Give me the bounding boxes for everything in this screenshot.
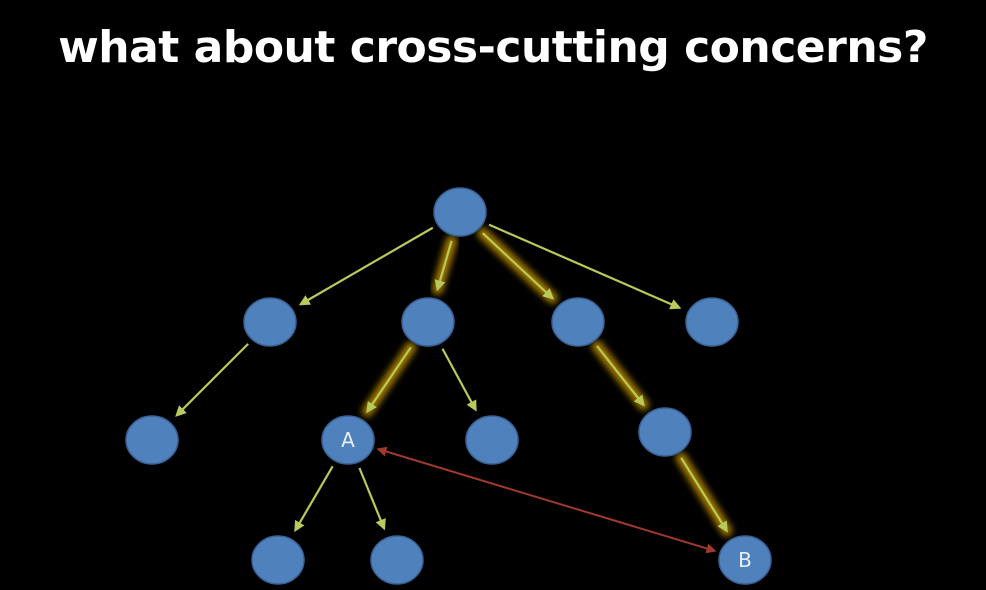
node-label-B: B xyxy=(738,548,752,572)
node-circle-n1 xyxy=(243,297,297,347)
edge-root-n2 xyxy=(434,240,453,292)
node-circle-B xyxy=(718,535,772,585)
node-n8 xyxy=(251,535,305,585)
node-n5 xyxy=(125,415,179,465)
node-circle-n6 xyxy=(465,415,519,465)
cross-link-A-B xyxy=(376,446,717,554)
node-circle-n2 xyxy=(401,297,455,347)
node-circle-n7 xyxy=(638,407,692,457)
node-n6 xyxy=(465,415,519,465)
node-B: B xyxy=(718,535,772,585)
node-circle-n4 xyxy=(685,297,739,347)
node-circle-n5 xyxy=(125,415,179,465)
node-n2 xyxy=(401,297,455,347)
node-n4 xyxy=(685,297,739,347)
edge-A-n9 xyxy=(358,467,386,531)
node-n3 xyxy=(551,297,605,347)
edge-layer xyxy=(175,223,728,533)
node-circle-A xyxy=(321,415,375,465)
highlight-glow-layer xyxy=(361,227,733,537)
edge-n3-n7 xyxy=(596,345,645,407)
node-layer: AB xyxy=(125,187,772,585)
node-circle-n3 xyxy=(551,297,605,347)
edge-n7-B xyxy=(680,457,728,533)
edge-root-n3 xyxy=(481,232,555,300)
node-circle-root xyxy=(433,187,487,237)
node-n9 xyxy=(370,535,424,585)
edge-root-n4 xyxy=(488,223,682,310)
node-A: A xyxy=(321,415,375,465)
cross-link-layer xyxy=(376,446,717,554)
edge-n2-A xyxy=(366,346,412,414)
edge-n2-n6 xyxy=(441,348,477,412)
node-n1 xyxy=(243,297,297,347)
node-circle-n8 xyxy=(251,535,305,585)
edge-n1-n5 xyxy=(175,343,249,417)
node-n7 xyxy=(638,407,692,457)
edge-A-n8 xyxy=(294,465,334,533)
node-circle-n9 xyxy=(370,535,424,585)
node-label-A: A xyxy=(341,428,355,452)
slide-title: what about cross-cutting concerns? xyxy=(58,22,928,73)
node-root xyxy=(433,187,487,237)
edge-root-n1 xyxy=(298,226,434,306)
